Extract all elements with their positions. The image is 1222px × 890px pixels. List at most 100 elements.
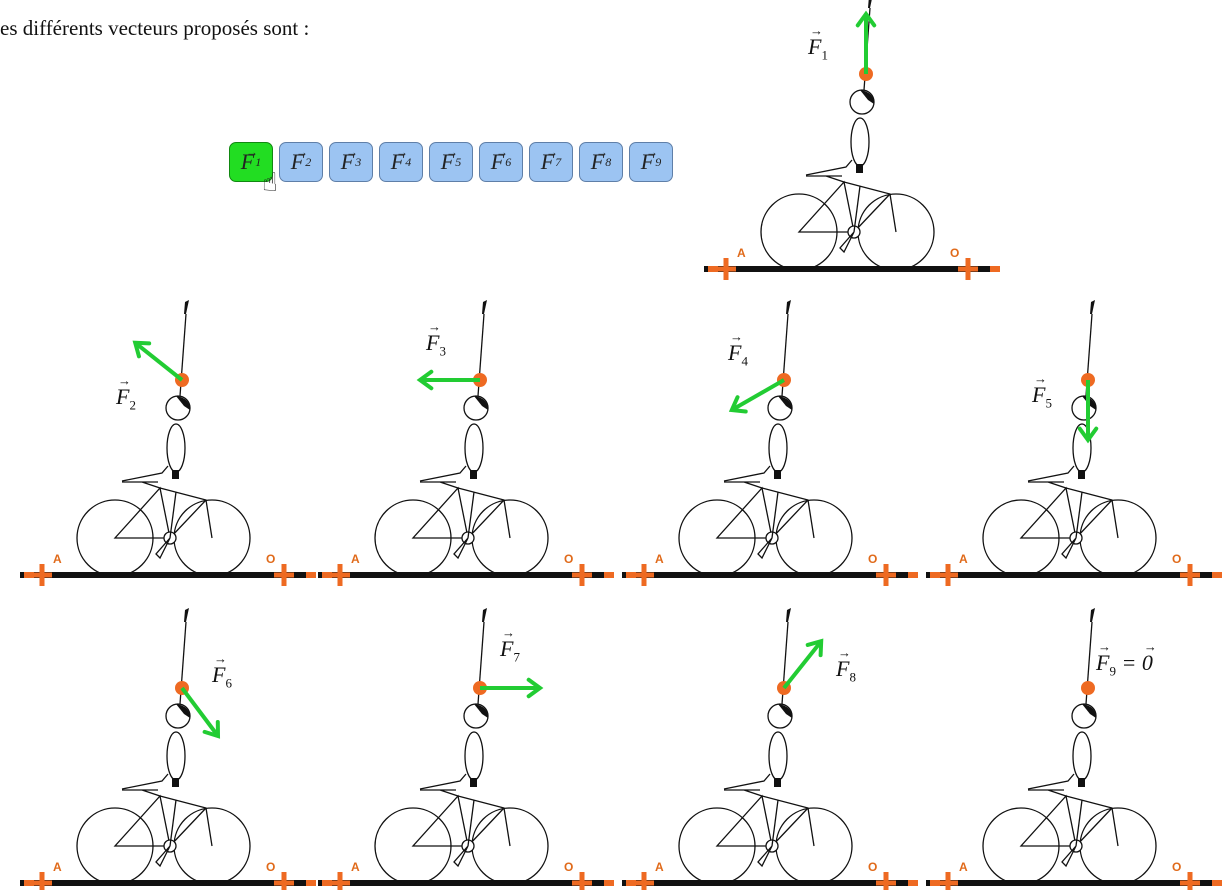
rider-leg bbox=[1027, 465, 1075, 482]
rider-hand bbox=[774, 470, 781, 479]
rider-body bbox=[850, 117, 870, 167]
ground-end-right bbox=[908, 572, 918, 578]
vector-arrow-icon: → bbox=[296, 145, 308, 159]
bicycle-frame bbox=[113, 481, 213, 539]
bicycle-pedal bbox=[155, 537, 171, 560]
point-a-label: A bbox=[655, 860, 664, 874]
vector-arrow-icon: → bbox=[118, 373, 131, 388]
rider-hand bbox=[470, 470, 477, 479]
vector-button-letter: F bbox=[540, 149, 555, 174]
ground-line bbox=[622, 880, 918, 886]
point-o-label: O bbox=[950, 246, 960, 260]
scene-f9 bbox=[926, 608, 1222, 890]
rider-leg bbox=[419, 773, 467, 790]
zero-vector: →0 bbox=[1141, 639, 1157, 676]
vector-arrow-icon: → bbox=[396, 145, 408, 159]
point-o-label: O bbox=[868, 552, 878, 566]
vector-arrow-icon: → bbox=[346, 145, 358, 159]
rider-leg bbox=[723, 465, 771, 482]
rider-head bbox=[463, 703, 489, 729]
rider-body bbox=[1072, 731, 1092, 781]
vector-arrow-icon: → bbox=[246, 145, 258, 159]
ground-end-left bbox=[930, 572, 940, 578]
point-o-label: O bbox=[564, 860, 574, 874]
vector-index: 6 bbox=[225, 675, 232, 691]
vector-letter: F bbox=[426, 330, 440, 355]
vector-letter: F bbox=[1032, 382, 1046, 407]
vector-button-index: 5 bbox=[455, 154, 462, 169]
vector-notation: →F8 bbox=[836, 645, 856, 685]
zero-letter: 0 bbox=[1141, 650, 1153, 675]
point-o-label: O bbox=[564, 552, 574, 566]
vector-index: 9 bbox=[1109, 663, 1116, 679]
force-label-f8: →F8 bbox=[836, 645, 856, 685]
vector-button-letter: F bbox=[240, 149, 255, 174]
vector-arrow-icon: → bbox=[428, 319, 441, 334]
vector-button-letter: F bbox=[290, 149, 305, 174]
rider-hand bbox=[470, 778, 477, 787]
rider-leg-front bbox=[169, 491, 177, 539]
ground-end-right bbox=[908, 880, 918, 886]
bicycle-pedal bbox=[453, 845, 469, 868]
force-label-f6: →F6 bbox=[212, 651, 232, 691]
scene-f6 bbox=[20, 608, 316, 890]
scene-f2 bbox=[20, 300, 316, 586]
ground-end-right bbox=[604, 880, 614, 886]
vector-arrow-icon: → bbox=[838, 645, 851, 660]
intro-text: es différents vecteurs proposés sont : bbox=[0, 16, 310, 40]
rider-leg bbox=[121, 465, 169, 482]
vector-index: 2 bbox=[129, 397, 136, 413]
ground-end-right bbox=[306, 880, 316, 886]
vector-notation: →F6 bbox=[212, 651, 232, 691]
vector-notation: →F3 bbox=[426, 319, 446, 359]
vector-button-letter: F bbox=[340, 149, 355, 174]
force-vector-head-f1 bbox=[855, 10, 877, 28]
ground-line bbox=[704, 266, 1000, 272]
scene-f8 bbox=[622, 608, 918, 890]
point-a-marker bbox=[634, 564, 654, 586]
vector-index: 8 bbox=[849, 669, 856, 685]
vector-arrow-icon: → bbox=[1143, 639, 1157, 654]
bicycle-frame bbox=[715, 481, 815, 539]
rider-hand bbox=[774, 778, 781, 787]
vector-button-letter: F bbox=[390, 149, 405, 174]
point-a-marker bbox=[330, 564, 350, 586]
ground-end-left bbox=[24, 572, 34, 578]
rider-head bbox=[165, 703, 191, 729]
rider-hair bbox=[176, 396, 190, 410]
point-a-marker bbox=[330, 872, 350, 890]
point-o-marker bbox=[1180, 564, 1200, 586]
rider-fist bbox=[482, 300, 487, 314]
ground-end-right bbox=[1212, 880, 1222, 886]
bicycle-frame bbox=[411, 789, 511, 847]
ground-line bbox=[20, 572, 316, 578]
vector-letter: F bbox=[1096, 650, 1110, 675]
force-vector-head-f5 bbox=[1077, 426, 1099, 444]
ground-line bbox=[622, 572, 918, 578]
rider-fist bbox=[1090, 608, 1095, 622]
rider-body bbox=[464, 731, 484, 781]
ground-end-left bbox=[322, 572, 332, 578]
force-label-f5: →F5 bbox=[1032, 371, 1052, 411]
rider-head bbox=[849, 89, 875, 115]
force-label-f2: →F2 bbox=[116, 373, 136, 413]
rider-fist bbox=[184, 608, 189, 622]
bicycle-frame bbox=[797, 175, 897, 233]
rider-leg-front bbox=[853, 185, 861, 233]
vector-button-letter: F bbox=[640, 149, 655, 174]
rider-hand bbox=[172, 778, 179, 787]
rider-body bbox=[768, 731, 788, 781]
point-a-label: A bbox=[737, 246, 746, 260]
ground-line bbox=[926, 880, 1222, 886]
rider-hair bbox=[474, 396, 488, 410]
point-a-label: A bbox=[351, 552, 360, 566]
